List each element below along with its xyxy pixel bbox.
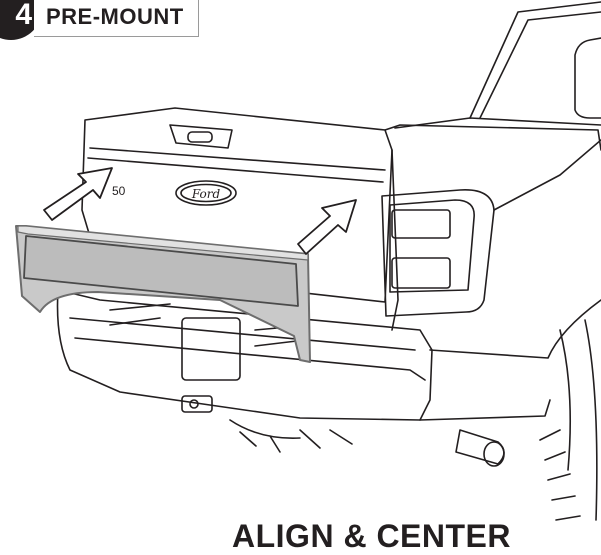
quarter-panel [493, 139, 601, 211]
truck-drawing: Ford 50 [15, 1, 601, 521]
tailgate-crease [89, 147, 386, 171]
tailgate-outline [81, 107, 393, 303]
cab-rear-window [574, 37, 601, 119]
tire-tread [539, 429, 581, 521]
arrow-right-up-icon [297, 199, 357, 255]
rear-bumper [56, 289, 433, 421]
taillight [381, 189, 495, 317]
model-badge-text: 50 [112, 184, 126, 198]
ground-tire-left [229, 419, 353, 453]
cab-roof-inner-line [479, 11, 601, 119]
bed-corner [384, 124, 601, 151]
arrow-right-up-icon [43, 167, 113, 221]
tailgate-handle-pocket [187, 131, 213, 143]
ford-badge-text: Ford [191, 187, 221, 201]
step-title: PRE-MOUNT [34, 0, 199, 37]
exhaust-tip [455, 429, 505, 465]
ford-badge [175, 180, 237, 206]
bed-rail [394, 117, 601, 129]
trailer-hitch [181, 395, 213, 413]
license-plate-recess [181, 317, 241, 381]
cab-roof-line [469, 1, 601, 119]
applique-raised-face [23, 235, 299, 307]
tailgate-handle [169, 124, 233, 149]
instruction-caption: ALIGN & CENTER [232, 518, 511, 554]
tailgate-crease-2 [87, 157, 384, 183]
fender-lower [429, 299, 601, 359]
